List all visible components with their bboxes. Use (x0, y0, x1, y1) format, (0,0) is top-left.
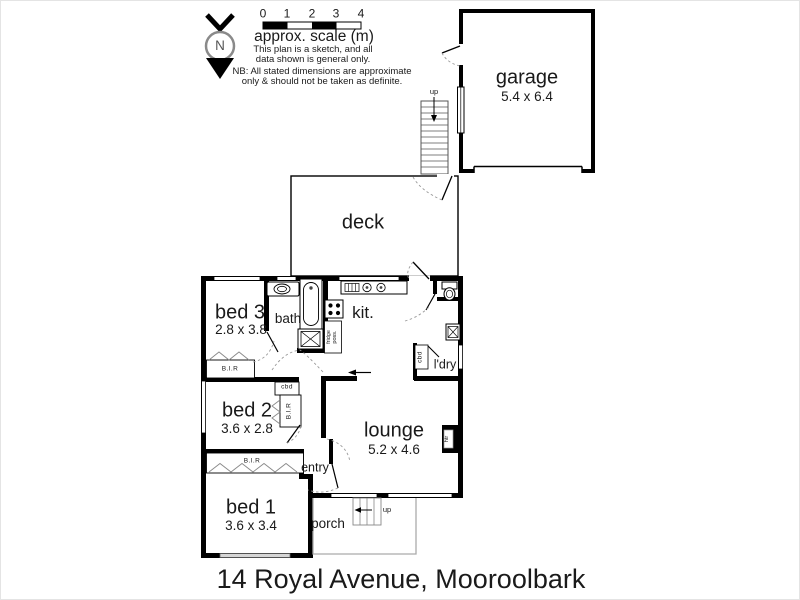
windows (201, 276, 464, 558)
heater-unit (442, 425, 459, 453)
stairs-up-label-porch: up (382, 505, 392, 515)
garage-entry-door (441, 44, 465, 67)
compass-icon (204, 13, 236, 79)
scale-label: approx. scale (m) (254, 27, 374, 45)
robe-hanging-zigzags (208, 351, 298, 473)
door-swings (252, 293, 436, 493)
laundry-trough-icon (445, 323, 461, 341)
bathtub-icon (299, 278, 323, 330)
room-label-porch: porch (311, 515, 345, 531)
kitchen-bench-sink-icon (340, 280, 408, 295)
room-label-bed2: bed 2 (221, 399, 273, 422)
porch-outline (312, 498, 417, 555)
room-label-bed3: bed 3 (214, 301, 266, 324)
stairs-up-label-garage: up (429, 87, 439, 97)
garage-door-opening (474, 165, 582, 174)
room-dims-garage: 5.4 x 6.4 (501, 88, 553, 104)
garage-structure (441, 9, 595, 174)
garage-stairs (420, 97, 449, 175)
room-dims-bed3: 2.8 x 3.8 (215, 321, 267, 337)
room-label-kitchen: kit. (352, 303, 374, 323)
room-label-entry: entry (301, 460, 329, 475)
vanity-basin-icon (266, 281, 300, 297)
deck-gate (412, 174, 454, 201)
room-label-garage: garage (495, 66, 559, 89)
bir-label-bed3: B.I.R (221, 365, 239, 373)
cooktop-icon (324, 299, 344, 319)
compass-north-label: N (215, 37, 225, 53)
scale-tick: 0 (259, 6, 267, 21)
toilet-icon (441, 281, 458, 301)
fridge-space-outline (324, 320, 342, 354)
disclaimer-line-3: NB: All stated dimensions are approximat… (232, 66, 412, 78)
room-label-laundry: l'dry (433, 357, 457, 372)
scale-tick: 4 (357, 6, 365, 21)
shower-icon (297, 328, 324, 350)
deck-outline (290, 174, 459, 277)
scale-tick: 1 (283, 6, 291, 21)
address-title: 14 Royal Avenue, Mooroolbark (216, 563, 586, 594)
flow-arrow (348, 369, 371, 376)
room-label-lounge: lounge (363, 419, 425, 442)
disclaimer-line-1: This plan is a sketch, and all (253, 44, 373, 56)
room-label-bath: bath (274, 310, 302, 326)
robe-boxes (206, 359, 304, 474)
porch-stairs (352, 497, 382, 526)
room-label-deck: deck (341, 211, 385, 234)
room-label-bed1: bed 1 (225, 496, 277, 519)
cupboard-label-laundry: cbd (416, 351, 424, 363)
room-dims-bed2: 3.6 x 2.8 (221, 420, 273, 436)
scale-tick: 3 (332, 6, 340, 21)
scale-tick: 2 (308, 6, 316, 21)
bir-label-bed2: B.I.R (285, 402, 293, 420)
room-dims-lounge: 5.2 x 4.6 (368, 441, 420, 457)
garage-window (457, 86, 465, 134)
kitchen-back-door (407, 261, 430, 282)
stairs-down-arrow (431, 115, 437, 122)
heater-label: htr (444, 435, 451, 443)
stairs-up-arrow (354, 507, 361, 513)
room-dims-bed1: 3.6 x 3.4 (225, 517, 277, 533)
disclaimer-line-2: data shown is general only. (255, 54, 371, 66)
laundry-cupboard (414, 344, 440, 370)
scale-bar (262, 21, 362, 30)
bir-label-bed1: B.I.R (243, 457, 261, 465)
disclaimer-line-4: only & should not be taken as definite. (241, 76, 403, 88)
cupboard-label-hall: cbd (281, 383, 293, 391)
